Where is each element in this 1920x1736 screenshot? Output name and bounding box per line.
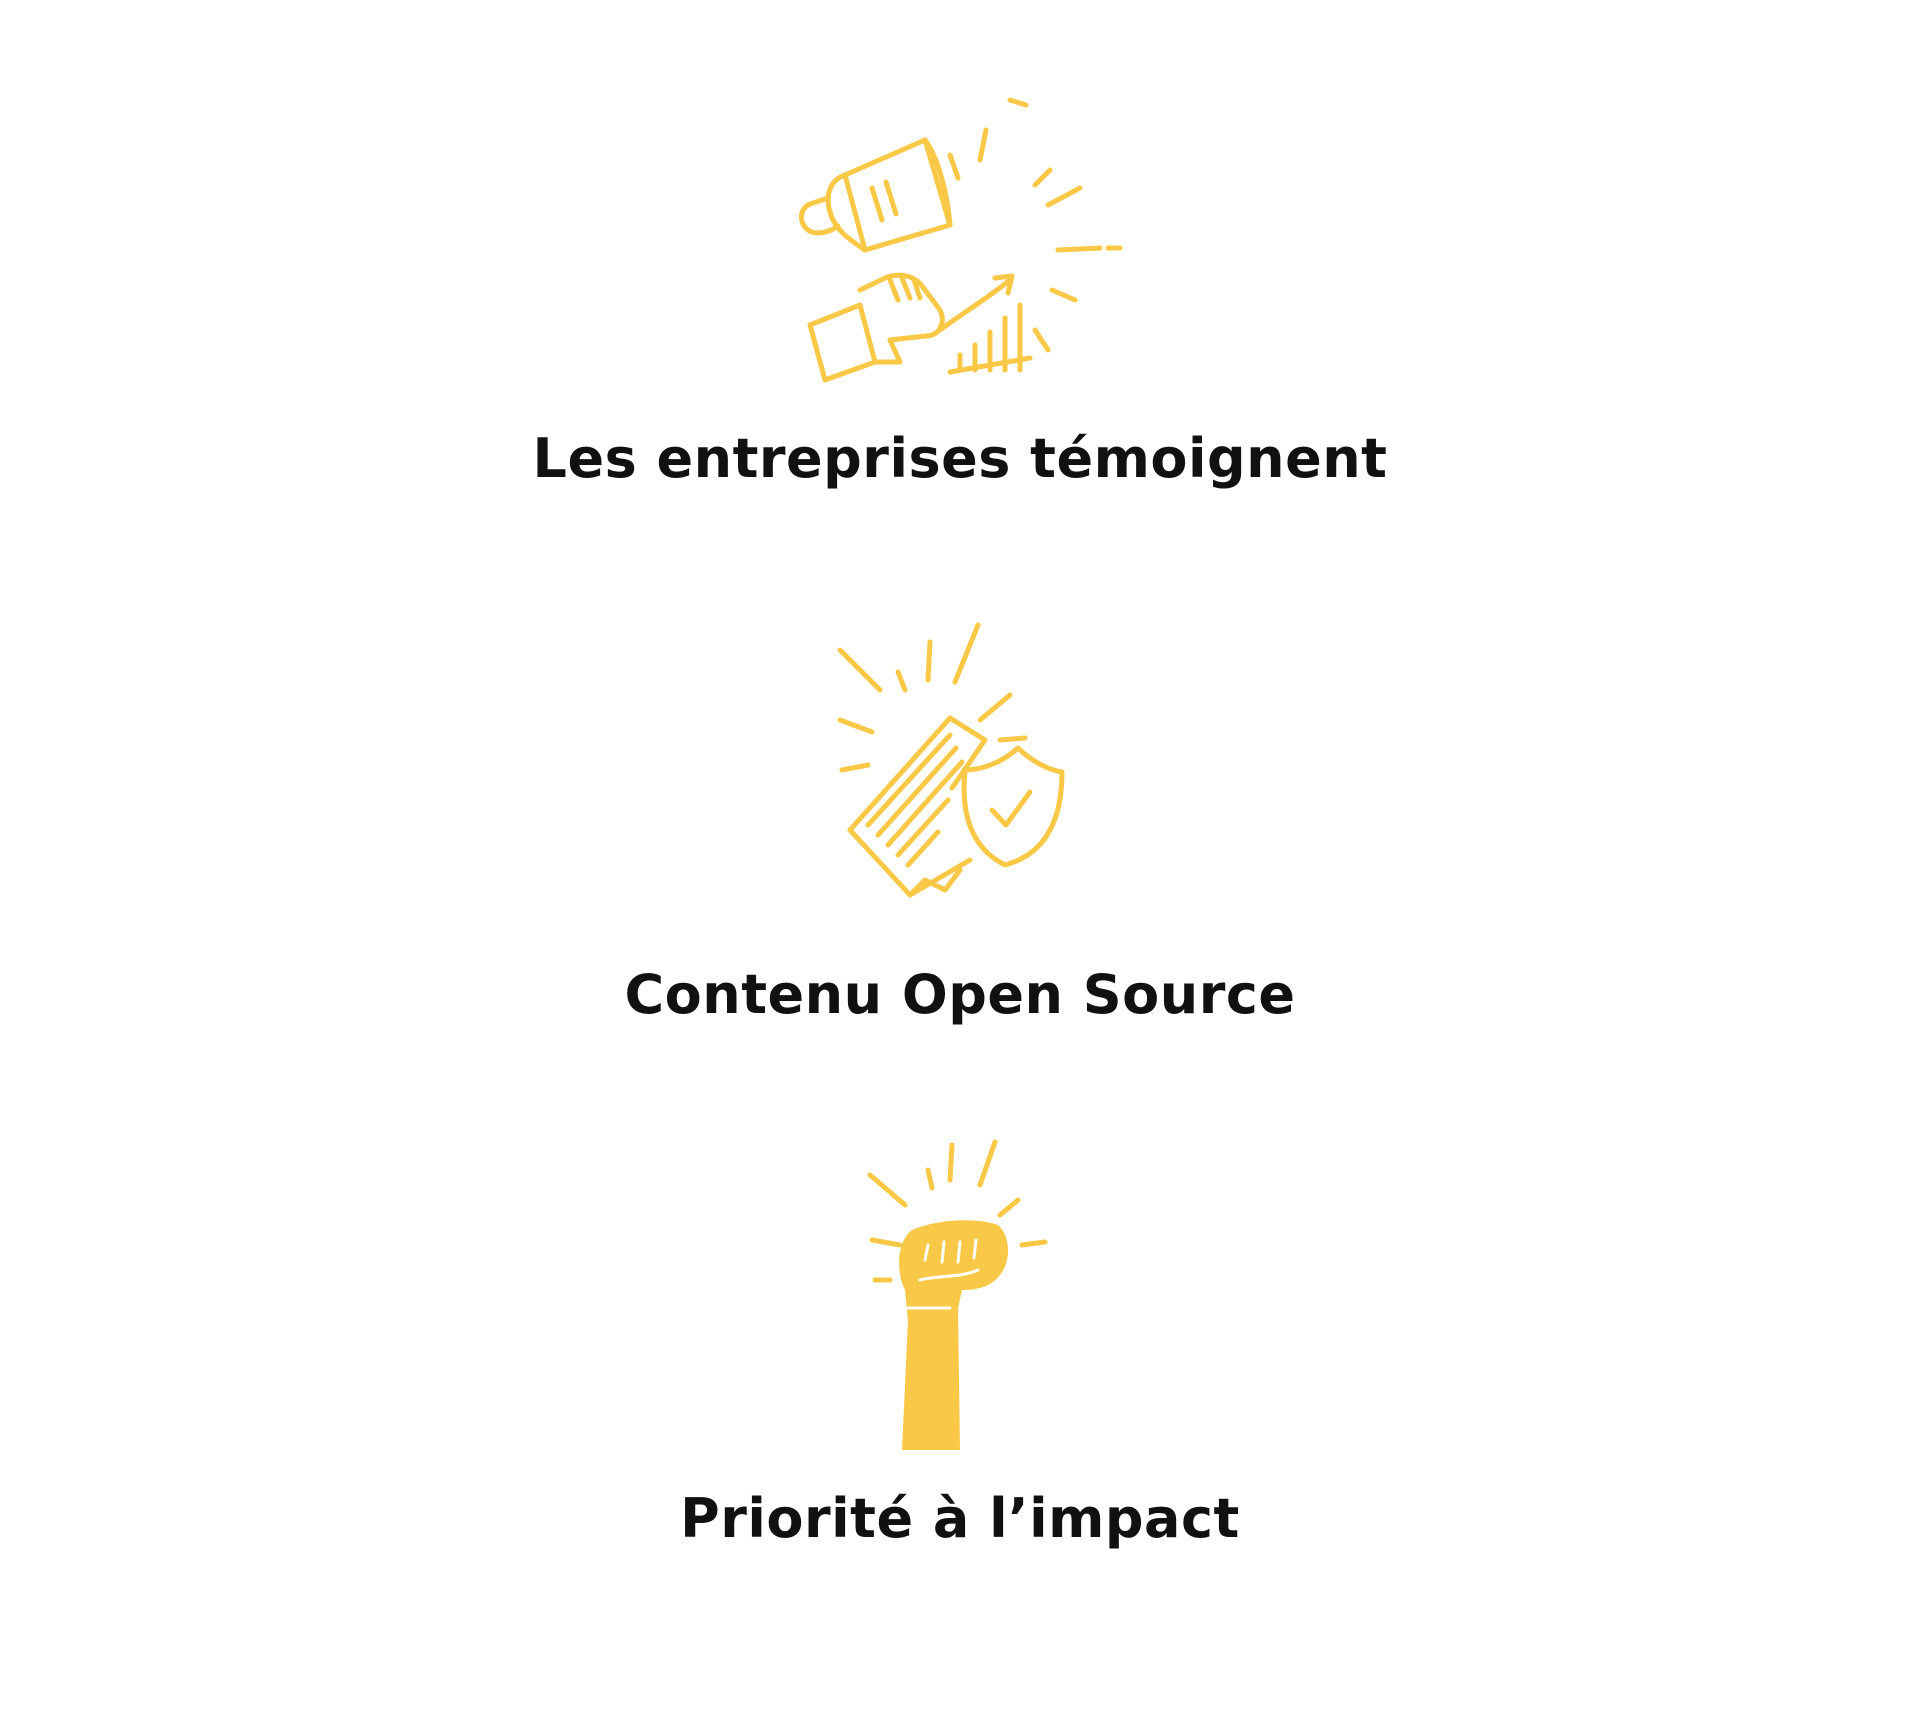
- raised-fist-icon: [867, 1139, 1048, 1450]
- feature-impact: Priorité à l’impact: [0, 1040, 1920, 1640]
- feature-title: Contenu Open Source: [624, 963, 1296, 1026]
- feature-title: Priorité à l’impact: [680, 1487, 1240, 1550]
- megaphone-growth-icon: [799, 97, 1123, 383]
- feature-open-source: Contenu Open Source: [0, 520, 1920, 1040]
- document-shield-icon: [837, 622, 1065, 898]
- feature-title: Les entreprises témoignent: [532, 427, 1388, 490]
- feature-testimonials: Les entreprises témoignent: [0, 0, 1920, 520]
